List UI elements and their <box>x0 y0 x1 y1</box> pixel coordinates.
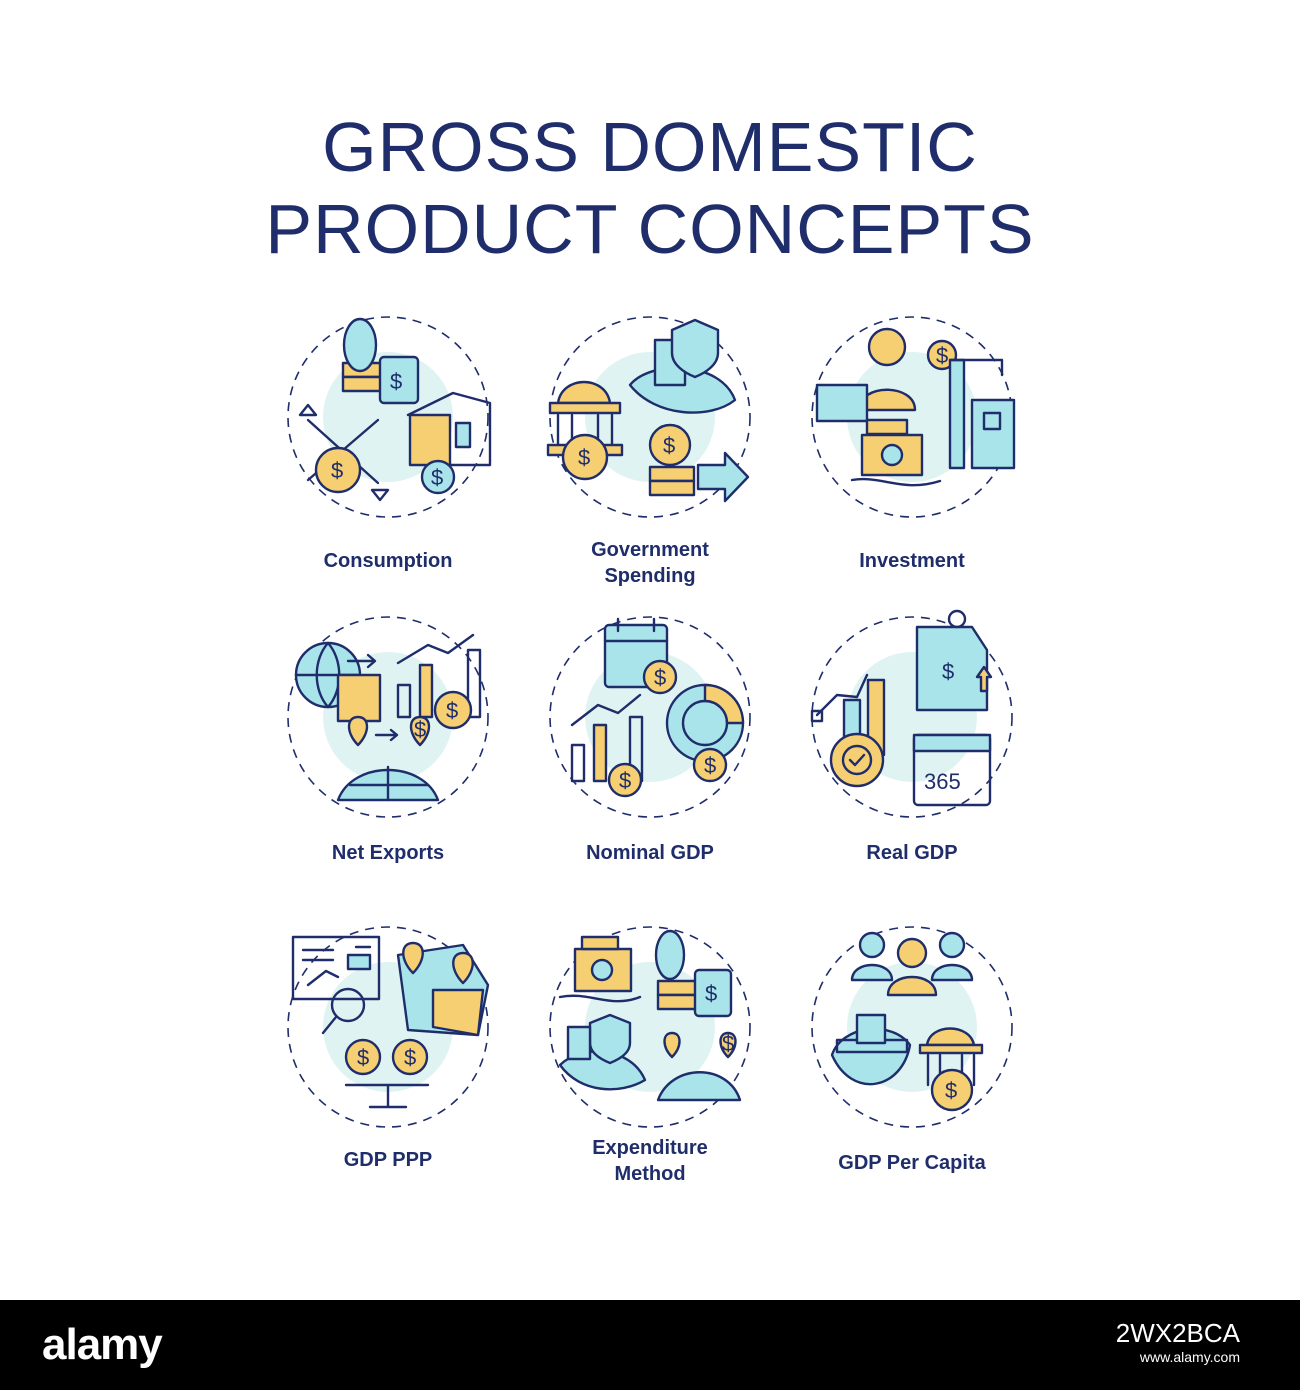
brand-logo: alamy <box>42 1320 163 1369</box>
net-exports-icon: $ $ <box>287 616 489 818</box>
coin-symbol: $ <box>331 458 343 483</box>
consumption-icon: $ $ $ <box>287 316 492 518</box>
brand-url: www.alamy.com <box>1139 1349 1240 1365</box>
concept-label: Investment <box>762 548 1062 574</box>
label-line: Investment <box>859 550 965 572</box>
coin-up-symbol: $ <box>404 1045 416 1070</box>
investment-icon: $ <box>811 316 1016 518</box>
stack-coin-symbol: $ <box>663 433 675 458</box>
chart-coin-symbol: $ <box>704 753 716 778</box>
concept-label: Real GDP <box>762 840 1062 866</box>
concept-label: Government Spending <box>500 537 800 589</box>
label-line: Nominal GDP <box>586 842 714 864</box>
label-line: Method <box>614 1163 686 1185</box>
concept-card-investment: $ Investment <box>762 305 1062 595</box>
concept-card-net-exports: $ $ Net Exports <box>238 605 538 895</box>
concept-label: Nominal GDP <box>500 840 800 866</box>
image-id: 2WX2BCA <box>1115 1318 1240 1348</box>
nominal-gdp-icon: $ $ $ <box>549 616 751 818</box>
pin-symbol: $ <box>722 1031 734 1056</box>
label-line: Real GDP <box>866 842 958 864</box>
title-line-2: PRODUCT CONCEPTS <box>265 190 1035 268</box>
coin-symbol: $ <box>945 1078 957 1103</box>
label-line: GDP Per Capita <box>838 1152 986 1174</box>
title-line-1: GROSS DOMESTIC <box>322 108 978 186</box>
label-line: Expenditure <box>592 1137 708 1159</box>
price-tag-symbol: $ <box>942 659 954 684</box>
concept-card-government-spending: $ $ Government Spending <box>500 305 800 595</box>
concept-label: GDP Per Capita <box>762 1150 1062 1176</box>
gdp-per-capita-icon: $ <box>811 926 1013 1128</box>
calendar-coin-symbol: $ <box>654 665 666 690</box>
concept-label: Net Exports <box>238 840 538 866</box>
real-gdp-icon: $ 365 <box>810 609 1013 818</box>
concept-label: GDP PPP <box>238 1147 538 1173</box>
label-line: Consumption <box>323 550 453 572</box>
concept-card-expenditure-method: $ $ Expenditure Method <box>500 915 800 1205</box>
purse-symbol: $ <box>431 465 443 490</box>
concept-card-gdp-ppp: $ $ GDP PPP <box>238 915 538 1205</box>
concept-card-gdp-per-capita: $ GDP Per Capita <box>762 915 1062 1205</box>
expenditure-method-icon: $ $ <box>549 926 751 1128</box>
label-line: Net Exports <box>331 842 445 864</box>
moneybag-symbol: $ <box>619 768 631 793</box>
government-spending-icon: $ $ <box>546 316 751 518</box>
price-tag-symbol: $ <box>705 981 717 1006</box>
pin-symbol: $ <box>414 717 426 742</box>
moneybag-symbol: $ <box>446 698 458 723</box>
concept-card-consumption: $ $ $ Consumption <box>238 305 538 595</box>
concept-label: Consumption <box>238 548 538 574</box>
coin-symbol: $ <box>936 343 948 368</box>
coin-down-symbol: $ <box>357 1045 369 1070</box>
page-title: GROSS DOMESTIC PRODUCT CONCEPTS <box>0 106 1300 270</box>
label-line: Government <box>591 539 709 561</box>
label-line: GDP PPP <box>343 1149 433 1171</box>
concept-label: Expenditure Method <box>500 1135 800 1187</box>
gdp-ppp-icon: $ $ <box>287 926 490 1128</box>
image-code: 2WX2BCA www.alamy.com <box>1116 1318 1240 1366</box>
watermark-bar: alamy 2WX2BCA www.alamy.com <box>0 1300 1300 1390</box>
concept-card-real-gdp: $ 365 Real GDP <box>762 605 1062 895</box>
treasury-coin-symbol: $ <box>578 445 590 470</box>
label-line: Spending <box>604 565 696 587</box>
concept-card-nominal-gdp: $ $ $ Nominal GDP <box>500 605 800 895</box>
calendar-days-text: 365 <box>924 769 961 794</box>
price-tag-symbol: $ <box>390 369 402 394</box>
